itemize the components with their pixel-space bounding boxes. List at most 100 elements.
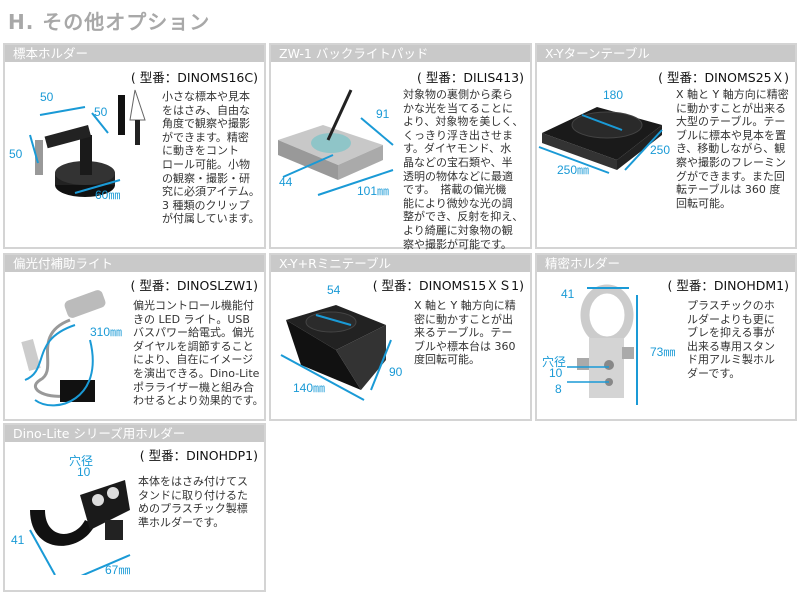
model-number: ( 型番：DINOHDP1) [139, 448, 258, 463]
description-line: タンドに取り付けるた [138, 488, 248, 502]
dimension-label: 310㎜ [90, 325, 123, 339]
model-number: ( 型番：DINOMS25Ｘ) [658, 70, 789, 85]
product-card-dinolite-holder: Dino-Lite シリーズ用ホルダー ( 型番：DINOHDP1) 穴径 10… [3, 423, 266, 592]
description-line: 度回転可能。 [414, 353, 480, 367]
description-line: が付属しています。 [162, 212, 260, 226]
precision-holder-image [567, 284, 638, 405]
description-line: ダイヤルを調節すること [133, 339, 254, 353]
product-description: 本体をはさみ付けてスタンドに取り付けるためのプラスチック製標準ホルダーです。 [138, 475, 248, 529]
model-number: ( 型番：DINOSLZW1) [130, 278, 258, 293]
dimension-label: 41 [561, 287, 575, 301]
product-card-specimen-holder: 標本ホルダー ( 型番：DINOMS16C) 50 50 50 60㎜ 小さな標… [3, 43, 266, 249]
description-line: 対象物の裏側から柔ら [403, 88, 513, 101]
dimension-label: 90 [389, 365, 403, 379]
product-description: 対象物の裏側から柔らかな光を当てることにより、対象物を美しく、くっきり浮き出させ… [403, 88, 523, 251]
description-line: 小さな標本や見本 [162, 90, 250, 103]
description-line: を演出できる。Dino-Lite [133, 366, 260, 380]
description-line: す。ダイヤモンド、水 [403, 142, 512, 156]
description-line: の観察・撮影・研 [162, 171, 250, 185]
description-line: 来るテーブル。テー [414, 326, 513, 340]
xyr-mini-table-image [280, 305, 392, 401]
product-card-xyr-mini-table: X-Y+Rミニテーブル ( 型番：DINOMS15ＸＳ1) 54 90 140㎜… [269, 253, 532, 421]
xy-turntable-image [538, 107, 663, 174]
dimension-label: 50 [94, 105, 108, 119]
description-line: に動かすことが出来る [676, 101, 786, 115]
description-line: 本体をはさみ付けてス [138, 475, 248, 488]
dimension-label: 10 [77, 465, 91, 479]
product-description: X 軸と Y 軸方向に精密に動かすことが出来るテーブル。テーブルや標本台は 36… [414, 299, 516, 367]
card-header: Dino-Lite シリーズ用ホルダー [5, 425, 264, 442]
product-card-polarized-light: 偏光付補助ライト ( 型番：DINOSLZW1) 310㎜ 偏光コントロール機能… [3, 253, 266, 421]
description-line: 3 種類のクリップ [162, 198, 250, 212]
card-header: X-Yターンテーブル [537, 45, 795, 62]
description-line: 密に動かすことが出 [414, 312, 513, 326]
dimension-label: 180 [603, 88, 624, 102]
dimension-label: 91 [376, 107, 390, 121]
description-line: わせるとより効果的です。 [133, 394, 264, 408]
card-header: 標本ホルダー [5, 45, 264, 62]
description-line: をはさみ、自由な [162, 103, 250, 117]
dimension-label: 41 [11, 533, 25, 547]
description-line: 偏光コントロール機能付 [133, 299, 254, 312]
description-line: ルダーよりも更に [687, 312, 775, 326]
dimension-label: 44 [279, 175, 293, 189]
product-description: X 軸と Y 軸方向に精密に動かすことが出来る大型のテーブル。テーブルに標本や見… [676, 88, 789, 210]
dimension-label: 8 [555, 382, 562, 396]
page-title: H. その他オプション [8, 10, 211, 34]
dimension-label: 10 [549, 366, 563, 380]
description-line: 転テーブルは 360 度 [676, 183, 781, 197]
dimension-label: 60㎜ [95, 188, 121, 202]
product-card-backlight-pad: ZW-1 バックライトパッド ( 型番：DILIS413) 91 44 101㎜… [269, 43, 532, 251]
dimension-label: 穴径 [69, 454, 94, 468]
description-line: ブルに標本や見本を置 [676, 128, 786, 142]
product-description: 小さな標本や見本をはさみ、自由な角度で観察や撮影ができます。精密に動きをコントロ… [162, 90, 260, 226]
specimen-holder-image [29, 89, 146, 197]
description-line: きの LED ライト。USB [133, 312, 250, 326]
description-line: ダーです。 [687, 366, 741, 380]
model-number: ( 型番：DILIS413) [417, 70, 524, 85]
product-card-xy-turntable: X-Yターンテーブル ( 型番：DINOMS25Ｘ) 180 250 250㎜ … [535, 43, 797, 249]
dimension-label: 250 [650, 143, 671, 157]
description-line: 究に必須アイテム。 [162, 185, 260, 199]
description-line: くっきり浮き出させま [403, 128, 513, 142]
description-line: 透明の物体などに最適 [403, 169, 513, 183]
dimension-label: 穴径 [542, 355, 567, 369]
description-line: ポラライザー機と組み合 [133, 380, 254, 394]
card-header: X-Y+Rミニテーブル [271, 255, 530, 272]
description-line: 回転可能。 [676, 196, 731, 210]
description-line: 整ができ、反射を抑え、 [403, 210, 524, 224]
description-line: バスパワー給電式。偏光 [133, 326, 254, 340]
dinolite-holder-image [29, 480, 131, 575]
dimension-label: 50 [40, 90, 54, 104]
description-line: 準ホルダーです。 [138, 515, 225, 529]
description-line: グができます。また回 [676, 169, 785, 183]
description-line: X 軸と Y 軸方向に精密 [676, 88, 789, 101]
dimension-label: 250㎜ [557, 163, 590, 177]
description-line: より、対象物を美しく、 [403, 115, 524, 129]
description-line: より綺麗に対象物の観 [403, 223, 513, 237]
description-line: ブルや標本台は 360 [414, 339, 516, 353]
description-line: かな光を当てることに [403, 101, 513, 115]
description-line: 察や撮影のフレーミン [676, 155, 786, 169]
description-line: ロール可能。小物 [162, 157, 250, 171]
description-line: 角度で観察や撮影 [162, 117, 250, 131]
product-card-precision-holder: 精密ホルダー ( 型番：DINOHDM1) 41 73㎜ 穴径 10 8 プラス… [535, 253, 797, 421]
description-line: 察や撮影が可能です。 [403, 237, 512, 251]
product-description: プラスチックのホルダーよりも更にブレを抑える事が出来る専用スタンド用アルミ製ホル… [687, 299, 775, 381]
card-header: 精密ホルダー [537, 255, 795, 272]
dimension-label: 67㎜ [105, 563, 131, 577]
description-line: 大型のテーブル。テー [676, 115, 786, 129]
description-line: プラスチックのホ [687, 299, 775, 312]
description-line: です。 搭載の偏光機 [403, 183, 507, 197]
model-number: ( 型番：DINOHDM1) [667, 278, 790, 293]
description-line: めのプラスチック製標 [138, 502, 248, 516]
dimension-label: 73㎜ [650, 345, 676, 359]
description-line: ブレを抑える事が [687, 326, 775, 340]
description-line: ド用アルミ製ホル [687, 353, 775, 367]
description-line: により、自在にイメージ [133, 353, 254, 367]
card-header: 偏光付補助ライト [5, 255, 264, 272]
description-line: 能により微妙な光の調 [403, 196, 513, 210]
description-line: ができます。精密 [162, 130, 249, 144]
backlight-pad-image [278, 89, 394, 196]
